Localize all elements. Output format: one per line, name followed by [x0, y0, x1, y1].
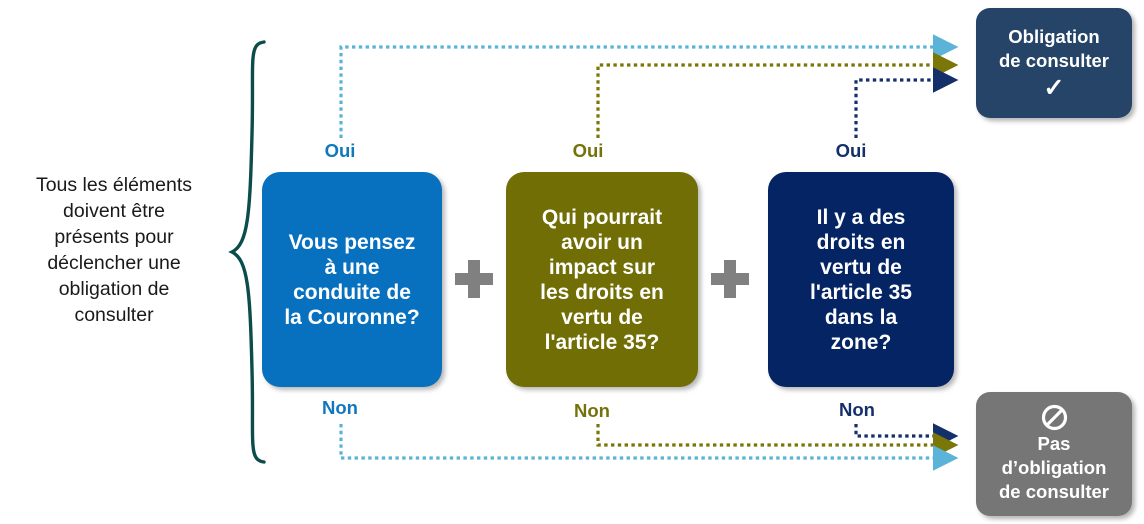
plus-icon	[455, 260, 493, 298]
intro-text: Tous les éléments doivent être présents …	[35, 174, 193, 326]
branch-label-yes-crown: Oui	[324, 140, 356, 161]
yes-path-rights	[854, 67, 959, 138]
yes-path-impact	[596, 52, 959, 138]
outcome-no-label: Pas d’obligation de consulter	[999, 433, 1109, 502]
decision-box-crown-conduct[interactable]: Vous pensez à une conduite de la Couronn…	[262, 172, 442, 387]
no-path-crown	[339, 424, 959, 471]
branch-label-yes-impact: Oui	[572, 140, 604, 161]
decision-box-rights-in-area[interactable]: Il y a des droits en vertu de l'article …	[768, 172, 954, 387]
outcome-box-no-duty-to-consult[interactable]: Pas d’obligation de consulter	[976, 392, 1132, 516]
grouping-brace	[228, 40, 266, 464]
branch-label-no-rights: Non	[839, 399, 875, 420]
no-path-rights	[854, 423, 959, 449]
outcome-yes-label: Obligation de consulter	[999, 26, 1109, 71]
check-icon: ✓	[1043, 74, 1065, 102]
yes-path-crown	[339, 34, 959, 138]
outcome-box-duty-to-consult[interactable]: Obligation de consulter ✓	[976, 8, 1132, 118]
branch-label-no-impact: Non	[574, 400, 610, 421]
plus-icon	[711, 260, 749, 298]
branch-label-yes-rights: Oui	[835, 140, 867, 161]
decision-box-rights-impact[interactable]: Qui pourrait avoir un impact sur les dro…	[506, 172, 698, 387]
branch-label-no-crown: Non	[322, 397, 358, 418]
no-path-impact	[596, 424, 959, 458]
prohibition-icon	[1041, 404, 1067, 431]
